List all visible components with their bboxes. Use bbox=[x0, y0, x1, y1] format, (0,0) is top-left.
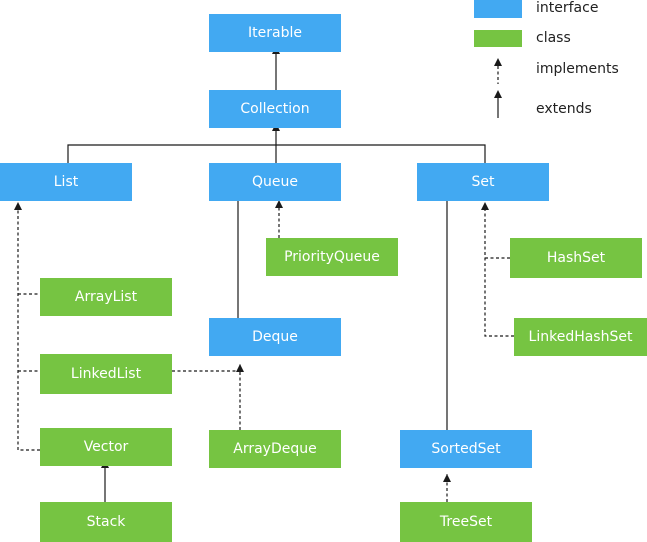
node-array-list: ArrayList bbox=[40, 278, 172, 316]
legend-interface-swatch bbox=[474, 0, 522, 18]
legend-extends-label: extends bbox=[536, 101, 592, 117]
legend-interface-label: interface bbox=[536, 0, 599, 16]
legend-implements-label: implements bbox=[536, 61, 619, 77]
node-array-deque: ArrayDeque bbox=[209, 430, 341, 468]
node-collection: Collection bbox=[209, 90, 341, 128]
node-hash-set: HashSet bbox=[510, 238, 642, 278]
node-linked-hash-set: LinkedHashSet bbox=[514, 318, 647, 356]
node-vector: Vector bbox=[40, 428, 172, 466]
node-iterable: Iterable bbox=[209, 14, 341, 52]
node-priority-queue: PriorityQueue bbox=[266, 238, 398, 276]
node-linked-list: LinkedList bbox=[40, 354, 172, 394]
node-set: Set bbox=[417, 163, 549, 201]
legend-class-swatch bbox=[474, 30, 522, 47]
node-sorted-set: SortedSet bbox=[400, 430, 532, 468]
node-list: List bbox=[0, 163, 132, 201]
edge-classes-list bbox=[17, 206, 40, 451]
legend-class-label: class bbox=[536, 30, 571, 46]
edge-linkedlist-deque bbox=[172, 364, 241, 372]
node-tree-set: TreeSet bbox=[400, 502, 532, 542]
node-queue: Queue bbox=[209, 163, 341, 201]
node-deque: Deque bbox=[209, 318, 341, 356]
edge-hashsets-set bbox=[484, 206, 514, 337]
node-stack: Stack bbox=[40, 502, 172, 542]
